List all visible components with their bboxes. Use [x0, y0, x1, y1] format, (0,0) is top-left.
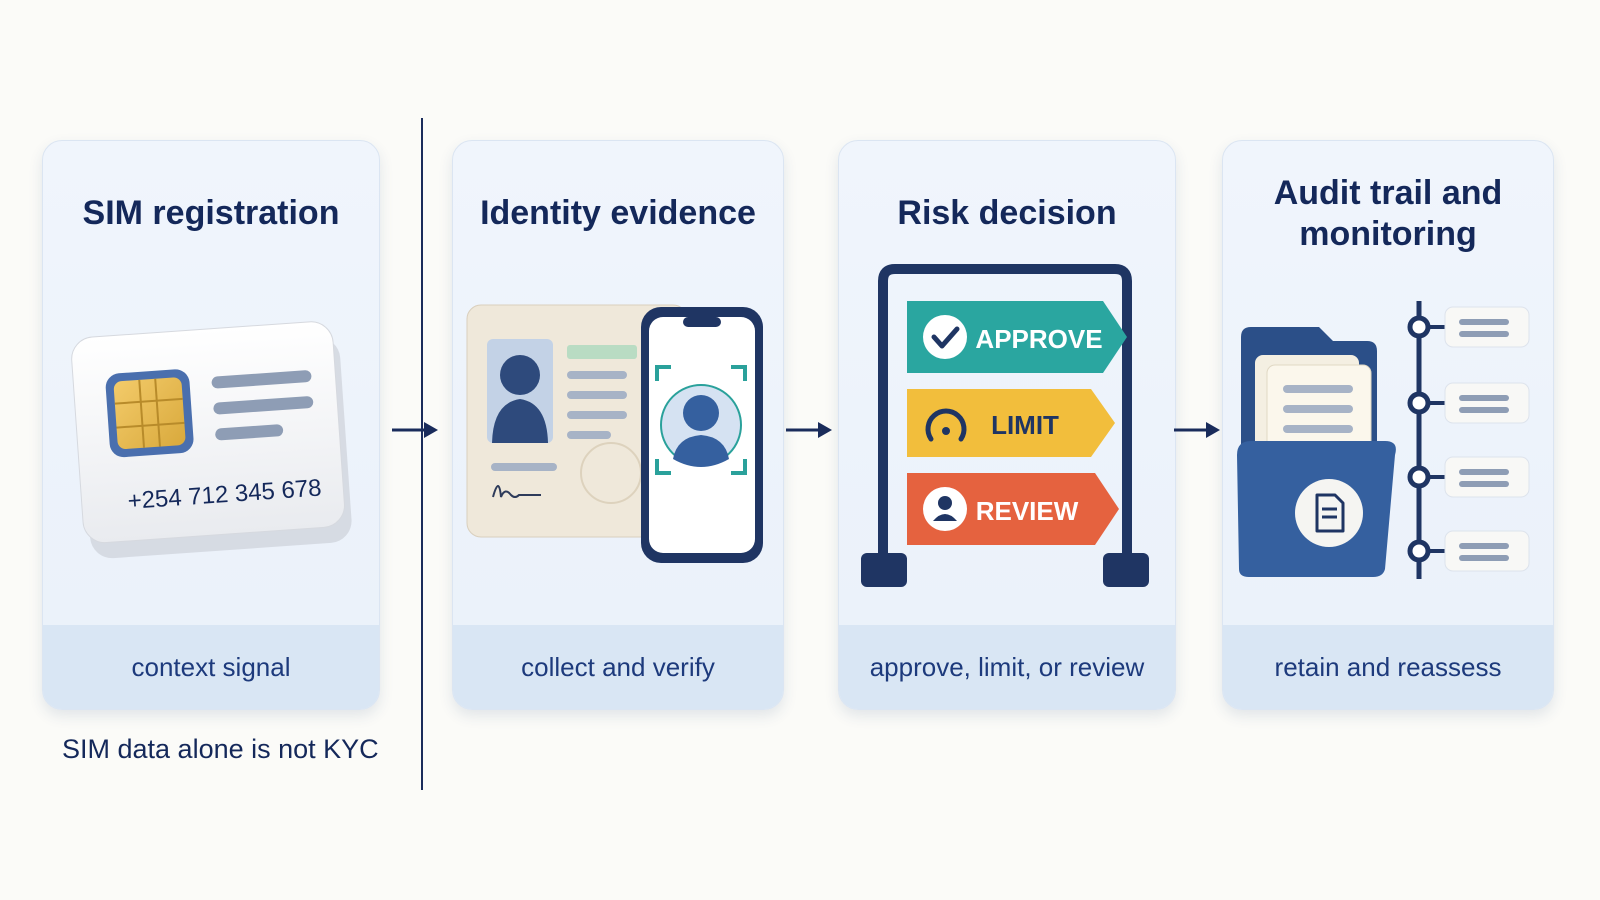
folder-icon: [1237, 327, 1396, 577]
sim-card-illustration: +254 712 345 678: [71, 321, 352, 559]
arrow-right-icon: [392, 422, 438, 438]
step-card-risk-decision: Risk decision APPROVE LIMIT REVIEW appro…: [838, 140, 1176, 710]
review-label: REVIEW: [976, 496, 1079, 526]
check-icon: [931, 326, 960, 349]
face-scan-icon: [655, 365, 747, 475]
step-footer: collect and verify: [453, 625, 783, 709]
step-title: Risk decision: [897, 194, 1117, 233]
limit-sign: LIMIT: [907, 389, 1115, 457]
person-icon: [938, 496, 952, 510]
arrow-right-icon: [786, 422, 832, 438]
gauge-icon: [925, 408, 967, 442]
id-document-illustration: [466, 304, 763, 563]
step-title: Identity evidence: [480, 194, 756, 233]
note-text: SIM data alone is not KYC: [62, 734, 379, 764]
step-title: Audit trail and monitoring: [1273, 173, 1503, 253]
timeline: [1407, 306, 1530, 572]
divider-line: [421, 118, 423, 790]
decision-signpost-illustration: APPROVE LIMIT REVIEW: [861, 264, 1149, 587]
signature-icon: [492, 485, 541, 498]
audit-trail-illustration: [1237, 301, 1530, 579]
approve-sign: APPROVE: [907, 301, 1127, 373]
approve-label: APPROVE: [975, 324, 1102, 354]
limit-label: LIMIT: [991, 410, 1059, 440]
step-card-identity-evidence: Identity evidence collect and verify: [452, 140, 784, 710]
step-footer: approve, limit, or review: [839, 625, 1175, 709]
arrow-right-icon: [1174, 422, 1220, 438]
step-card-audit-trail: Audit trail and monitoring: [1222, 140, 1554, 710]
step-title: SIM registration: [82, 194, 340, 233]
step-footer: context signal: [43, 625, 379, 709]
review-sign: REVIEW: [907, 473, 1119, 545]
step-card-sim-registration: SIM registration +254 712 345 678 contex…: [42, 140, 380, 710]
step-footer: retain and reassess: [1223, 625, 1553, 709]
document-icon: [1315, 493, 1345, 533]
